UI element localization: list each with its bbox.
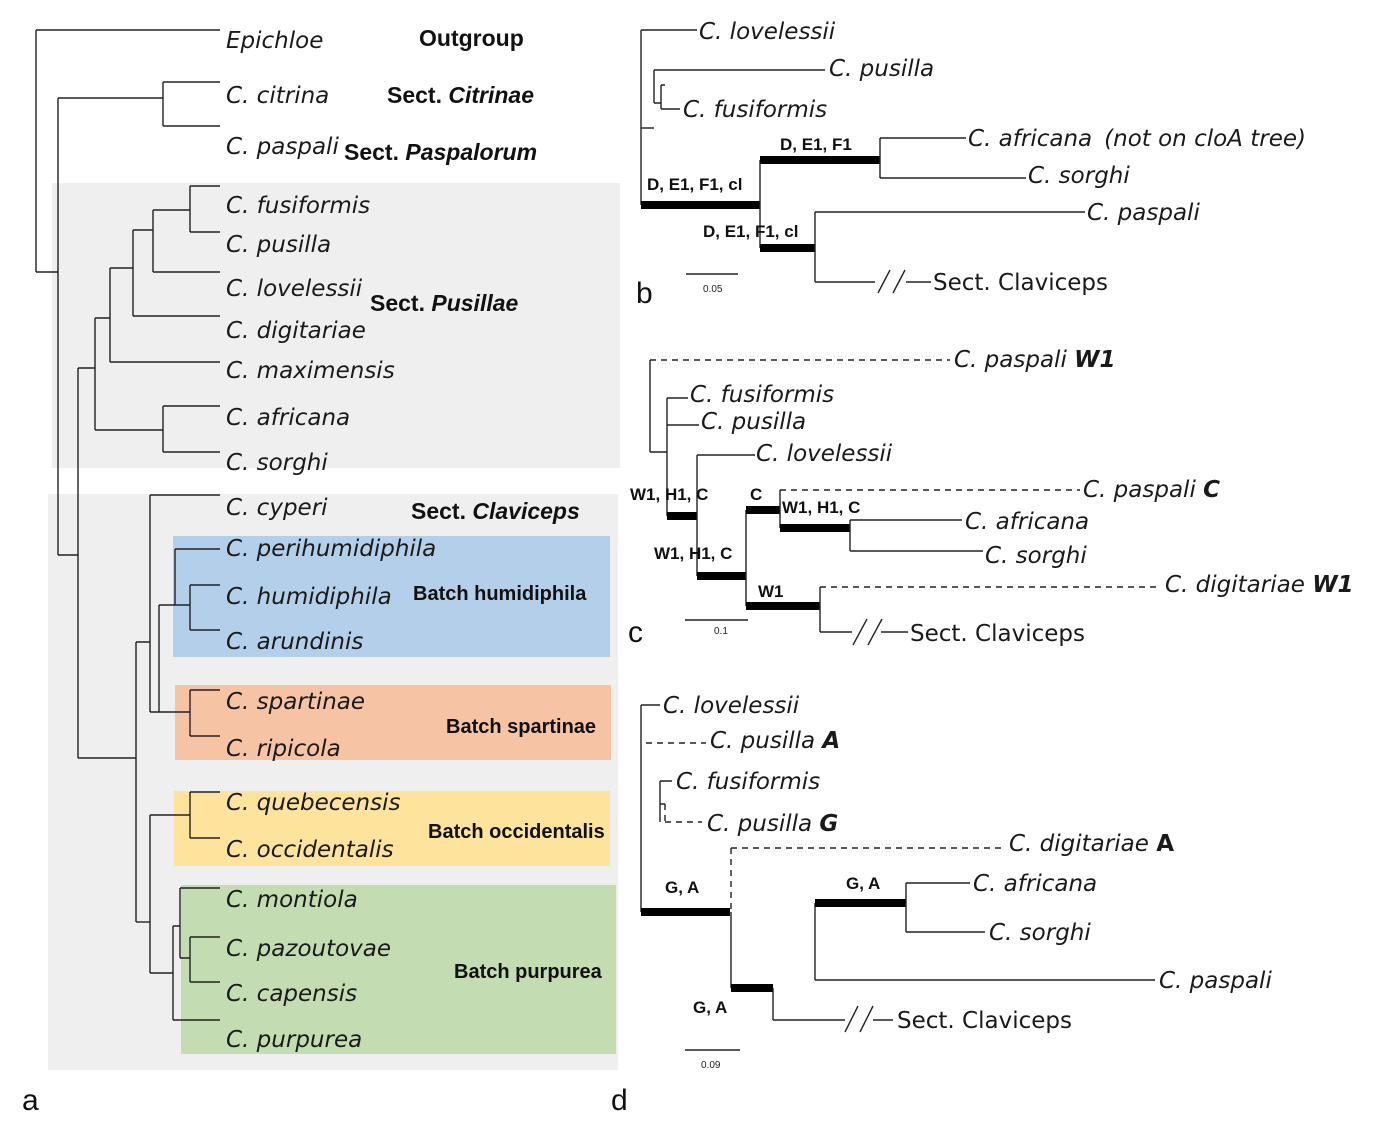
d-annotation-root: G, A (665, 878, 699, 897)
c-taxon-paspali-c: C. paspali C (1083, 477, 1220, 503)
d-taxon-fusiformis: C. fusiformis (676, 769, 820, 795)
b-taxon-paspali: C. paspali (1087, 200, 1200, 226)
taxon-humidiphila: C. humidiphila (226, 584, 392, 610)
taxon-purpurea: C. purpurea (226, 1027, 362, 1053)
taxon-fusiformis: C. fusiformis (226, 193, 370, 219)
taxon-perihumidiphila: C. perihumidiphila (226, 536, 436, 562)
taxon-citrina: C. citrina (226, 83, 329, 109)
d-taxon-sorghi: C. sorghi (989, 920, 1091, 946)
taxon-cyperi: C. cyperi (226, 495, 328, 521)
c-sect-claviceps: Sect. Claviceps (910, 621, 1085, 647)
panel-b-tree-branches (640, 29, 1085, 294)
c-annotation-1: W1, H1, C (630, 485, 708, 504)
panel-c-labels: C. paspali W1 C. fusiformis C. pusilla C… (628, 347, 1354, 649)
d-taxon-lovelessii: C. lovelessii (663, 693, 800, 719)
b-taxon-pusilla: C. pusilla (829, 56, 934, 82)
taxon-maximensis: C. maximensis (226, 358, 395, 384)
c-annotation-4: W1, H1, C (654, 544, 732, 563)
b-annotation-upper: D, E1, F1 (780, 135, 852, 154)
d-scale-label: 0.09 (701, 1060, 721, 1071)
b-scale-label: 0.05 (703, 284, 723, 295)
c-taxon-sorghi: C. sorghi (985, 543, 1087, 569)
taxon-sorghi: C. sorghi (226, 450, 328, 476)
taxon-quebecensis: C. quebecensis (226, 790, 401, 816)
taxon-digitariae: C. digitariae (226, 318, 366, 344)
taxon-montiola: C. montiola (226, 887, 358, 913)
taxon-epichloe: Epichloe (226, 28, 323, 54)
panel-a-sections: Outgroup Sect. Citrinae Sect. Paspalorum… (344, 25, 580, 524)
batch-purpurea-label: Batch purpurea (454, 961, 603, 983)
batch-occidentalis-label: Batch occidentalis (428, 821, 605, 843)
b-taxon-lovelessii: C. lovelessii (699, 19, 836, 45)
panel-d-tree-branches (640, 704, 1155, 1051)
taxon-lovelessii: C. lovelessii (226, 276, 363, 302)
taxon-spartinae: C. spartinae (226, 689, 365, 715)
taxon-arundinis: C. arundinis (226, 629, 363, 655)
section-pusillae: Sect. Pusillae (370, 290, 519, 316)
d-taxon-pusilla-a: C. pusilla A (710, 728, 840, 754)
d-taxon-digitariae: C. digitariae A (1009, 831, 1174, 857)
c-taxon-pusilla: C. pusilla (701, 409, 806, 435)
d-taxon-paspali: C. paspali (1159, 968, 1272, 994)
batch-spartinae-label: Batch spartinae (446, 716, 596, 738)
c-scale-label: 0.1 (714, 626, 728, 637)
section-citrinae: Sect. Citrinae (387, 82, 534, 108)
taxon-ripicola: C. ripicola (226, 736, 341, 762)
panel-b-labels: C. lovelessii C. pusilla C. fusiformis C… (636, 19, 1306, 310)
panel-label-b: b (636, 277, 653, 310)
b-taxon-africana: C. africana(not on cloA tree) (968, 126, 1306, 152)
b-annotation-root: D, E1, F1, cl (647, 175, 742, 194)
batch-spartinae-bg (175, 685, 611, 760)
panel-label-d: d (611, 1084, 628, 1117)
c-taxon-africana: C. africana (965, 509, 1089, 535)
c-taxon-digitariae: C. digitariae W1 (1165, 572, 1354, 598)
taxon-africana: C. africana (226, 405, 350, 431)
c-taxon-paspali-w1: C. paspali W1 (954, 347, 1116, 373)
panel-a-backgrounds (48, 183, 620, 1070)
taxon-pazoutovae: C. pazoutovae (226, 936, 391, 962)
c-taxon-lovelessii: C. lovelessii (756, 441, 893, 467)
c-annotation-3: W1, H1, C (782, 498, 860, 517)
panel-c-tree-branches (649, 359, 1160, 646)
d-sect-claviceps: Sect. Claviceps (897, 1008, 1072, 1034)
panel-a-tree-branches (35, 29, 220, 1021)
batch-occidentalis-bg (174, 791, 610, 866)
panel-label-c: c (628, 616, 643, 649)
c-taxon-fusiformis: C. fusiformis (690, 382, 834, 408)
d-taxon-africana: C. africana (973, 871, 1097, 897)
taxon-paspali: C. paspali (226, 134, 339, 160)
b-annotation-lower: D, E1, F1, cl (703, 222, 798, 241)
batch-humidiphila-bg (173, 536, 610, 657)
panel-a-batches: Batch humidiphila Batch spartinae Batch … (413, 583, 605, 983)
d-taxon-pusilla-g: C. pusilla G (707, 811, 838, 837)
batch-purpurea-bg (181, 885, 616, 1054)
c-annotation-2: C (750, 485, 762, 504)
section-claviceps: Sect. Claviceps (411, 498, 580, 524)
panel-label-a: a (22, 1084, 39, 1117)
d-annotation-lower: G, A (693, 998, 727, 1017)
b-sect-claviceps: Sect. Claviceps (933, 270, 1108, 296)
panel-a-taxa: Epichloe C. citrina C. paspali C. fusifo… (226, 28, 436, 1053)
batch-humidiphila-label: Batch humidiphila (413, 583, 587, 605)
taxon-capensis: C. capensis (226, 981, 357, 1007)
section-outgroup: Outgroup (419, 25, 524, 51)
d-annotation-upper: G, A (846, 874, 880, 893)
b-taxon-fusiformis: C. fusiformis (683, 97, 827, 123)
panel-d-labels: C. lovelessii C. pusilla A C. fusiformis… (611, 693, 1272, 1117)
c-annotation-5: W1 (758, 582, 784, 601)
taxon-occidentalis: C. occidentalis (226, 837, 394, 863)
section-paspalorum: Sect. Paspalorum (344, 139, 537, 165)
b-taxon-sorghi: C. sorghi (1028, 163, 1130, 189)
taxon-pusilla: C. pusilla (226, 232, 331, 258)
